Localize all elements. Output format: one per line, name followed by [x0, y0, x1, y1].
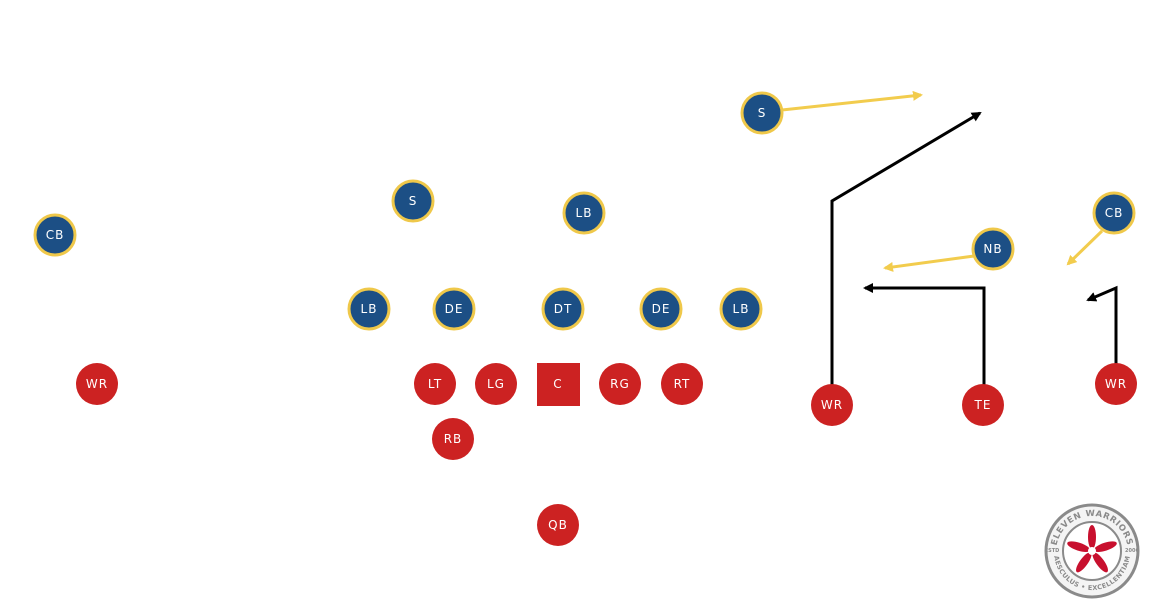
player-c: C: [537, 363, 580, 406]
player-nb: NB: [971, 227, 1015, 271]
player-lg: LG: [475, 363, 517, 405]
player-cb-right: CB: [1092, 191, 1136, 235]
route-te-out: [863, 283, 986, 386]
player-de-right: DE: [639, 287, 683, 331]
player-qb: QB: [537, 504, 579, 546]
player-cb-left: CB: [33, 213, 77, 257]
logo-right-text: 2006: [1125, 548, 1139, 554]
player-label: LB: [361, 302, 378, 316]
player-label: RT: [674, 377, 691, 391]
player-wr-left: WR: [76, 363, 118, 405]
player-label: CB: [1105, 206, 1124, 220]
player-label: LT: [428, 377, 442, 391]
eleven-warriors-logo: ELEVEN WARRIORS AESCULUS • EXCELLENTIAM …: [1044, 503, 1140, 599]
player-label: LG: [487, 377, 505, 391]
player-s: S: [391, 179, 435, 223]
player-label: WR: [821, 398, 843, 412]
player-te: TE: [962, 384, 1004, 426]
player-label: DT: [554, 302, 573, 316]
buckeye-leaf-icon: [1067, 525, 1117, 573]
player-wr-right: WR: [1095, 363, 1137, 405]
player-label: DE: [652, 302, 671, 316]
player-rt: RT: [661, 363, 703, 405]
logo-left-text: ESTD: [1045, 548, 1060, 554]
route-wr-right-hitch: [1086, 285, 1118, 366]
route-nb: [883, 254, 975, 272]
player-label: RG: [610, 377, 630, 391]
player-label: QB: [548, 518, 568, 532]
player-s-deep: S: [740, 91, 784, 135]
player-wr-mid: WR: [811, 384, 853, 426]
player-rg: RG: [599, 363, 641, 405]
player-label: LB: [733, 302, 750, 316]
route-cb-right: [1066, 229, 1104, 266]
player-label: S: [409, 194, 418, 208]
player-label: RB: [444, 432, 463, 446]
player-de-left: DE: [432, 287, 476, 331]
player-lt: LT: [414, 363, 456, 405]
offense-routes: [830, 111, 1118, 386]
player-label: TE: [974, 398, 992, 412]
player-lb-mike: LB: [562, 191, 606, 235]
player-rb: RB: [432, 418, 474, 460]
offense-players: WR LT LG C RG RT: [76, 363, 1137, 546]
player-lb-right: LB: [719, 287, 763, 331]
route-s-deep: [781, 90, 923, 112]
defense-players: S S LB CB CB NB: [33, 91, 1136, 331]
route-wr-mid-post: [830, 111, 982, 386]
defense-routes: [781, 90, 1104, 272]
player-label: LB: [576, 206, 593, 220]
player-label: CB: [46, 228, 65, 242]
player-label: S: [758, 106, 767, 120]
player-label: NB: [983, 242, 1002, 256]
player-label: WR: [86, 377, 108, 391]
player-label: WR: [1105, 377, 1127, 391]
player-label: C: [553, 377, 562, 391]
player-dt: DT: [541, 287, 585, 331]
player-lb-left: LB: [347, 287, 391, 331]
player-label: DE: [445, 302, 464, 316]
